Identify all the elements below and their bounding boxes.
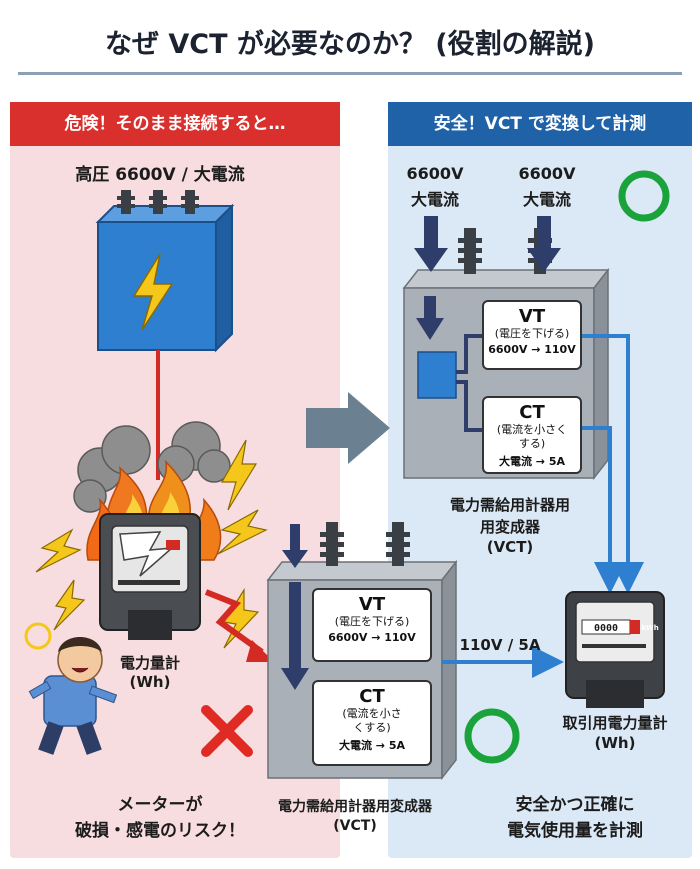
lower-vct-label-line1: 電力需給用計器用変成器 <box>278 799 432 815</box>
ct-description-line2: する) <box>518 437 546 450</box>
danger-panel-header: 危険！そのまま接続すると… <box>10 102 340 146</box>
ct-description-line1: (電流を小さく <box>496 423 568 436</box>
ct-box: CT (電流を小さく する) 大電流 → 5A <box>482 396 582 474</box>
input-label-2: 6600V <box>518 164 576 183</box>
result-line2: 電気使用量を計測 <box>507 821 643 841</box>
lower-vt-box: VT (電圧を下げる) 6600V → 110V <box>312 588 432 662</box>
output-label: 110V / 5A <box>459 636 541 654</box>
damaged-meter-icon <box>99 513 201 640</box>
ok-circle-icon <box>618 170 670 222</box>
lower-vt-description: (電圧を下げる) <box>334 615 410 628</box>
shocked-person-icon <box>24 622 118 755</box>
smoke-cloud-icon <box>73 421 231 513</box>
input-label-1: 6600V <box>406 164 464 183</box>
lower-ct-description-line2: くする) <box>353 721 391 734</box>
meter-unit: kWh <box>641 624 659 632</box>
lower-bushing-icon <box>320 522 410 566</box>
ct-title: CT <box>519 402 545 423</box>
ng-cross-icon <box>201 705 253 757</box>
meter-unit-label: (Wh) <box>129 673 171 691</box>
vt-description: (電圧を下げる) <box>494 327 570 340</box>
lightning-bolt-icon <box>132 253 174 331</box>
lower-vt-flow: 6600V → 110V <box>328 631 416 644</box>
transaction-meter-unit: (Wh) <box>594 734 636 752</box>
title-divider <box>18 72 682 75</box>
input-label-1-current: 大電流 <box>410 190 459 209</box>
page-title: なぜ VCT が必要なのか？ (役割の解説) <box>104 29 595 60</box>
vt-flow: 6600V → 110V <box>488 343 576 356</box>
high-voltage-transformer <box>95 190 235 353</box>
result-line1: 安全かつ正確に <box>515 795 635 815</box>
vt-box: VT (電圧を下げる) 6600V → 110V <box>482 300 582 370</box>
input-label-2-current: 大電流 <box>522 190 571 209</box>
vct-label-line2: 用変成器 <box>479 518 540 536</box>
ct-to-meter-wire <box>578 426 626 594</box>
vt-to-meter-wire <box>578 334 644 594</box>
lower-ct-flow: 大電流 → 5A <box>338 739 406 752</box>
danger-arrow <box>204 589 264 655</box>
vct-label-line1: 電力需給用計器用 <box>449 496 570 514</box>
lower-ct-title: CT <box>359 686 385 707</box>
transaction-meter-label: 取引用電力量計 <box>562 714 668 732</box>
lower-ct-description-line1: (電流を小さ <box>342 707 402 720</box>
lower-vt-title: VT <box>358 594 386 615</box>
ct-flow: 大電流 → 5A <box>498 455 566 468</box>
junction-box <box>417 351 457 399</box>
risk-label-line1: メーターが <box>117 795 203 815</box>
safe-panel-header: 安全！VCT で変換して計測 <box>388 102 692 146</box>
conversion-arrow <box>306 392 390 464</box>
risk-label-line2: 破損・感電のリスク！ <box>75 821 245 841</box>
vt-title: VT <box>518 306 546 327</box>
high-voltage-label: 高圧 6600V / 大電流 <box>75 165 245 185</box>
vct-label-line3: (VCT) <box>486 538 534 556</box>
input-arrow <box>414 216 561 340</box>
meter-display: 0000 <box>593 623 619 634</box>
lower-vct-label-line2: (VCT) <box>333 818 377 834</box>
meter-label: 電力量計 <box>119 654 180 672</box>
transaction-meter-icon <box>565 591 665 708</box>
lower-ct-box: CT (電流を小さ くする) 大電流 → 5A <box>312 680 432 766</box>
ok-circle-icon-lower <box>464 708 520 764</box>
lower-input-arrow <box>281 524 309 690</box>
